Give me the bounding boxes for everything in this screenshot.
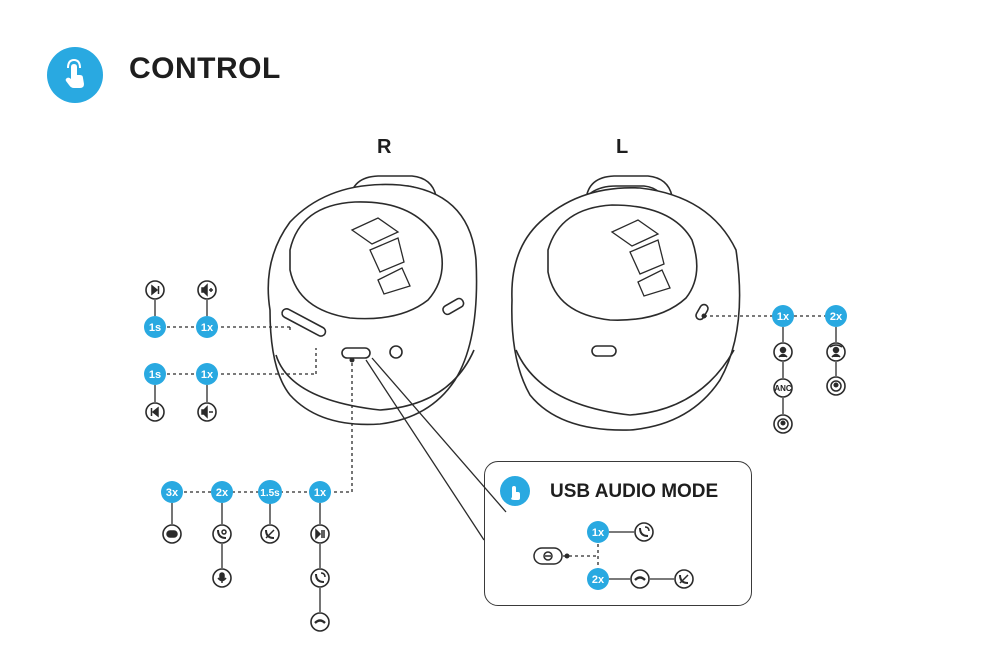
usb-touch-hand-icon — [500, 476, 530, 506]
page-title: CONTROL — [129, 52, 281, 85]
usb-panel-title: USB AUDIO MODE — [550, 481, 719, 502]
solid-lines — [154, 300, 837, 612]
svg-text:1s: 1s — [149, 322, 161, 334]
volume-up-icon — [197, 280, 217, 300]
badge-usb-1x: 1x — [587, 521, 609, 543]
anc-icon: ANC — [773, 378, 793, 398]
svg-text:1x: 1x — [592, 527, 605, 539]
svg-text:1x: 1x — [201, 369, 214, 381]
svg-text:2x: 2x — [592, 574, 605, 586]
end-call-icon — [310, 612, 330, 632]
voice-assistant-icon — [212, 524, 232, 544]
awareness-mode-icon — [826, 342, 846, 362]
svg-text:1x: 1x — [201, 322, 214, 334]
badge-mf-3x: 3x — [161, 481, 183, 503]
svg-text:1x: 1x — [777, 311, 790, 323]
microphone-icon — [212, 568, 232, 588]
answer-call-icon — [310, 568, 330, 588]
svg-text:3x: 3x — [166, 487, 179, 499]
usb-end-call-icon — [630, 569, 650, 589]
play-pause-icon — [310, 524, 330, 544]
badge-l-1x: 1x — [772, 305, 794, 327]
right-earcup-label: R — [377, 136, 392, 158]
ambient-mode-icon — [773, 414, 793, 434]
badge-l-2x: 2x — [825, 305, 847, 327]
svg-text:1x: 1x — [314, 487, 327, 499]
normal-mode-icon — [826, 376, 846, 396]
next-track-icon — [145, 280, 165, 300]
game-controller-icon — [162, 524, 182, 544]
badge-r-lower-press: 1x — [196, 363, 218, 385]
badge-r-upper-press: 1x — [196, 316, 218, 338]
usb-reject-call-icon — [674, 569, 694, 589]
person-mode-icon — [773, 342, 793, 362]
badge-mf-1-5s: 1.5s — [258, 480, 282, 504]
svg-text:ANC: ANC — [774, 384, 792, 393]
left-earcup — [511, 175, 741, 431]
svg-text:1.5s: 1.5s — [260, 488, 280, 499]
touch-hand-icon — [47, 47, 103, 103]
svg-text:2x: 2x — [830, 311, 843, 323]
badge-mf-1x: 1x — [309, 481, 331, 503]
reject-call-icon — [260, 524, 280, 544]
previous-track-icon — [145, 402, 165, 422]
left-earcup-label: L — [616, 136, 629, 158]
usb-answer-call-icon — [634, 522, 654, 542]
usb-button-icon — [533, 547, 563, 565]
badge-usb-2x: 2x — [587, 568, 609, 590]
badge-mf-2x: 2x — [211, 481, 233, 503]
svg-text:1s: 1s — [149, 369, 161, 381]
right-earcup — [267, 175, 478, 426]
connector-lines — [155, 315, 836, 580]
badge-r-lower-hold: 1s — [144, 363, 166, 385]
svg-text:2x: 2x — [216, 487, 229, 499]
badge-r-upper-hold: 1s — [144, 316, 166, 338]
volume-down-icon — [197, 402, 217, 422]
